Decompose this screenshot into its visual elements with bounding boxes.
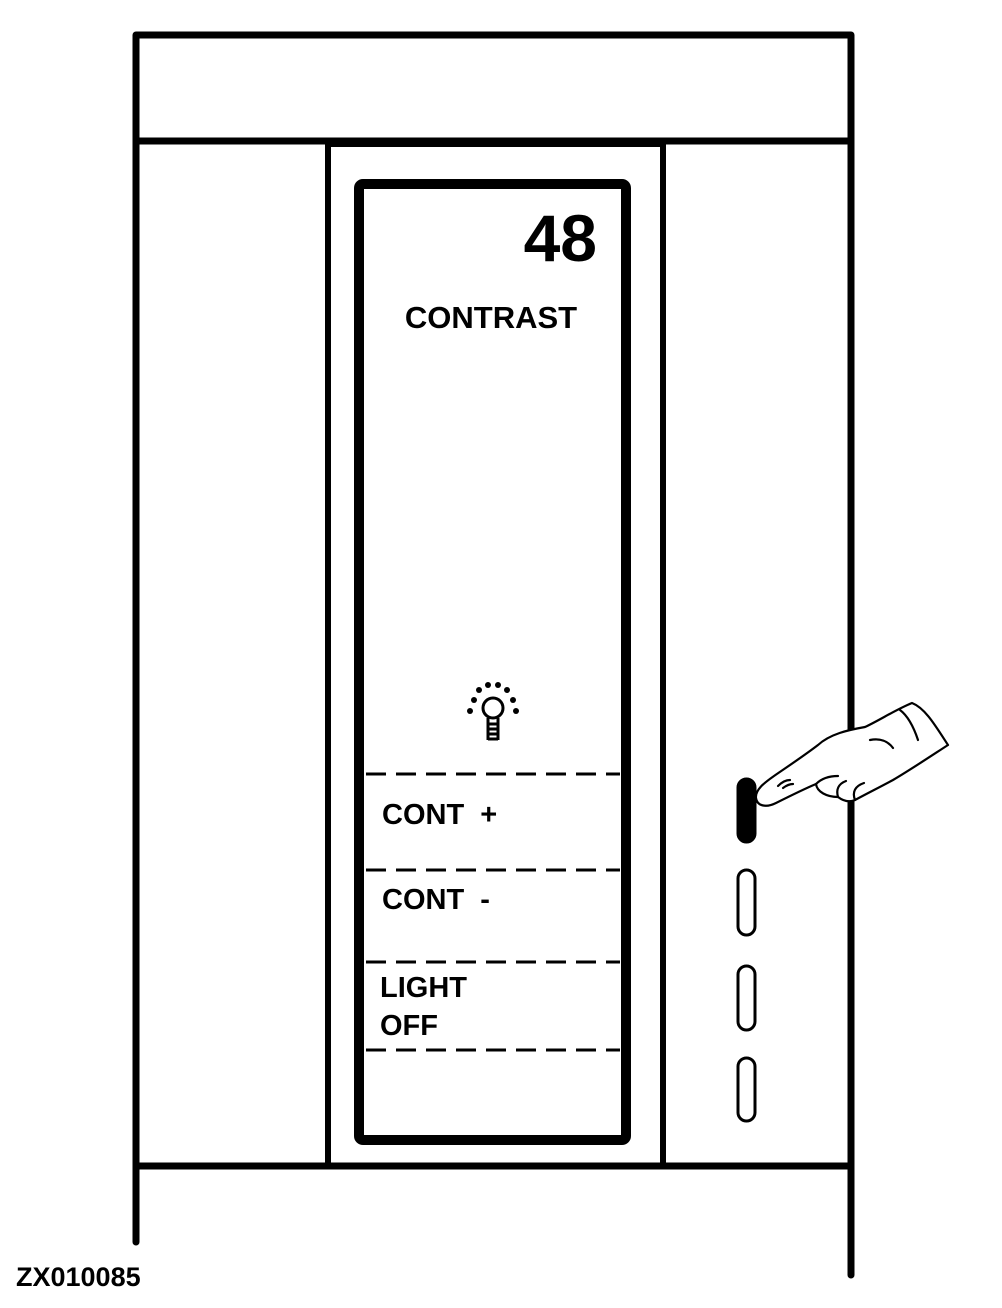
menu-item-light-off-line1: LIGHT	[380, 972, 467, 1004]
display-bezel	[325, 141, 666, 1169]
figure-code: ZX010085	[16, 1262, 141, 1292]
contrast-title: CONTRAST	[405, 300, 577, 335]
light-bulb-icon	[467, 682, 519, 741]
menu-item-cont-plus: CONT +	[382, 799, 497, 831]
menu-separators	[366, 772, 620, 1052]
contrast-value: 48	[524, 201, 597, 275]
soft-key-light-off[interactable]	[736, 964, 757, 1032]
menu-item-light-off-line2: OFF	[380, 1010, 438, 1042]
menu-item-cont-minus: CONT -	[382, 884, 490, 916]
soft-key-cont-plus[interactable]	[736, 777, 757, 844]
soft-key-blank[interactable]	[736, 1056, 757, 1123]
soft-key-cont-minus[interactable]	[736, 868, 757, 937]
pointing-hand-icon	[754, 701, 950, 807]
display-screen	[354, 179, 631, 1145]
soft-keys	[736, 777, 757, 1123]
